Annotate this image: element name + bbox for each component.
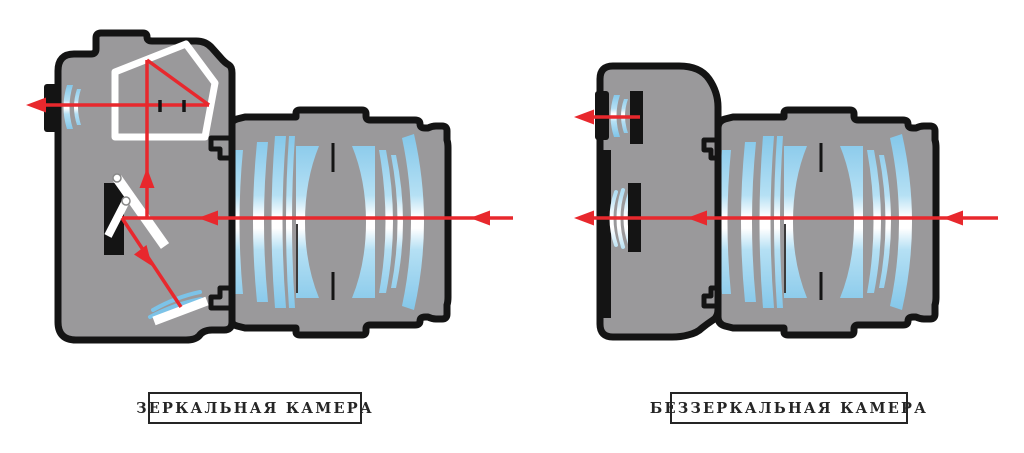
arrowhead-left	[943, 210, 963, 226]
arrowhead-left	[198, 210, 218, 226]
mirrorless-label: БЕЗЗЕРКАЛЬНАЯ КАМЕРА	[650, 392, 926, 424]
light-ray-to-af	[120, 217, 183, 308]
mirror-pivot	[121, 196, 131, 206]
arrowhead-left	[26, 97, 46, 113]
light-ray-prism-bounce	[145, 58, 211, 107]
rear-screen	[597, 150, 611, 318]
lens-mount-latch	[208, 285, 232, 311]
mirrorless-label-text: БЕЗЗЕРКАЛЬНАЯ КАМЕРА	[649, 399, 929, 417]
lens-assembly	[700, 110, 936, 335]
light-path-arrowheads	[574, 109, 963, 226]
dslr-label: ЗЕРКАЛЬНАЯ КАМЕРА	[136, 392, 372, 424]
lens-assembly	[212, 110, 448, 335]
arrowhead-left	[574, 109, 594, 125]
mirror-pivot	[112, 173, 122, 183]
eyepiece-lens	[63, 85, 73, 129]
lens-mount-latch	[208, 135, 232, 161]
lens-mount-latch	[701, 285, 718, 309]
arrowhead-left	[687, 210, 707, 226]
arrowhead-left	[574, 210, 594, 226]
lens-mount-latch	[701, 137, 718, 161]
main-mirror	[112, 175, 170, 249]
dslr-camera	[26, 29, 513, 344]
pentaprism	[111, 40, 219, 141]
mirrorless-camera	[574, 62, 998, 341]
camera-body	[596, 62, 722, 341]
arrowhead-down-right	[134, 245, 152, 266]
arrowhead-left	[470, 210, 490, 226]
light-path-arrowheads	[26, 97, 490, 266]
secondary-mirror	[104, 199, 130, 238]
dslr-label-text: ЗЕРКАЛЬНАЯ КАМЕРА	[136, 399, 374, 417]
af-module-lens	[148, 297, 203, 319]
light-path	[33, 58, 513, 308]
af-module	[152, 296, 209, 326]
arrowhead-up	[139, 168, 155, 188]
eyepiece-lens	[74, 89, 81, 125]
